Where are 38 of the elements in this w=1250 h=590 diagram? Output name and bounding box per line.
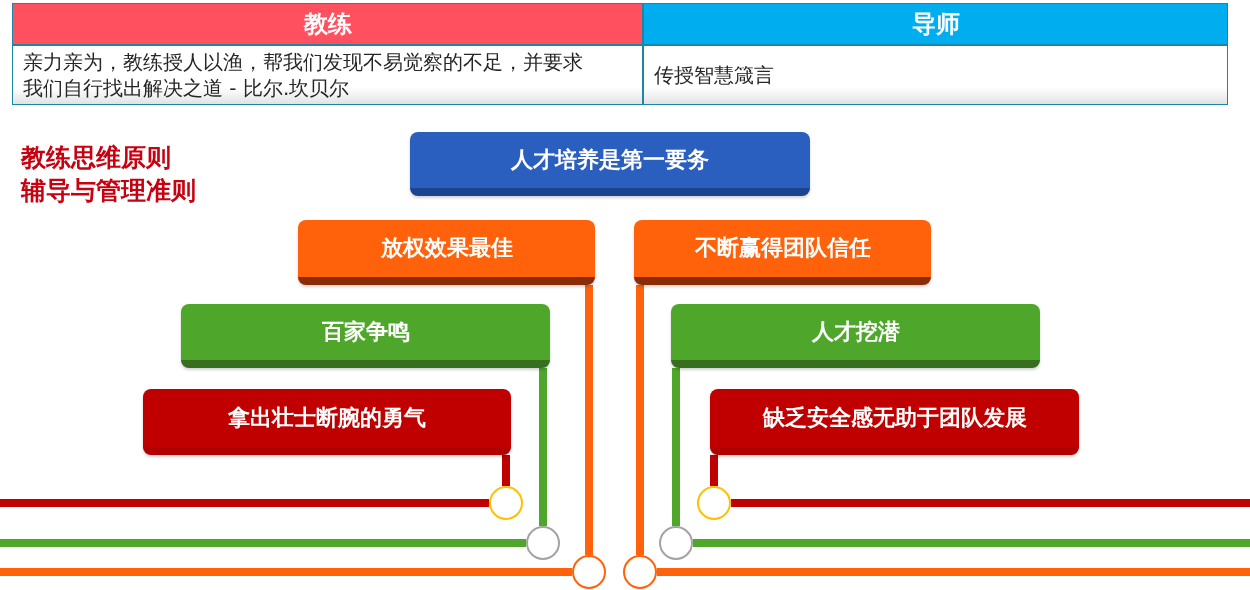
topic-box (634, 220, 931, 285)
connector-line (693, 539, 1250, 547)
topic-label: 拿出壮士断腕的勇气 (228, 404, 426, 432)
table-header-cell: 教练 (12, 3, 643, 45)
topic-box (298, 220, 595, 285)
junction-circle (572, 555, 606, 589)
topic-box (181, 304, 550, 368)
section-heading: 教练思维原则 (21, 142, 171, 173)
connector-line (502, 455, 510, 486)
connector-line (539, 368, 547, 526)
section-heading: 辅导与管理准则 (21, 175, 196, 206)
topic-box (710, 389, 1079, 455)
table-cell: 亲力亲为，教练授人以渔，帮我们发现不易觉察的不足，并要求我们自行找出解决之道 - 比尔.坎贝尔 (12, 45, 643, 105)
connector-line (0, 568, 572, 576)
connector-line (731, 499, 1250, 507)
connector-line (657, 568, 1250, 576)
junction-circle (659, 526, 693, 560)
topic-box (410, 132, 810, 196)
connector-line (636, 285, 644, 555)
junction-circle (526, 526, 560, 560)
topic-label: 人才挖潜 (811, 318, 900, 346)
topic-label: 不断赢得团队信任 (694, 235, 871, 262)
topic-box (143, 389, 511, 455)
connector-line (710, 455, 718, 486)
topic-box (671, 304, 1040, 368)
connector-line (585, 285, 593, 555)
topic-label: 人才培养是第一要务 (511, 146, 709, 174)
connector-line (0, 499, 489, 507)
junction-circle (623, 555, 657, 589)
topic-label: 放权效果最佳 (380, 235, 513, 262)
connector-line (0, 539, 526, 547)
topic-label: 百家争鸣 (321, 318, 410, 346)
connector-line (672, 368, 680, 526)
junction-circle (697, 486, 731, 520)
topic-label: 缺乏安全感无助于团队发展 (762, 404, 1027, 432)
junction-circle (489, 486, 523, 520)
table-cell: 传授智慧箴言 (643, 45, 1228, 105)
table-header-cell: 导师 (643, 3, 1228, 45)
